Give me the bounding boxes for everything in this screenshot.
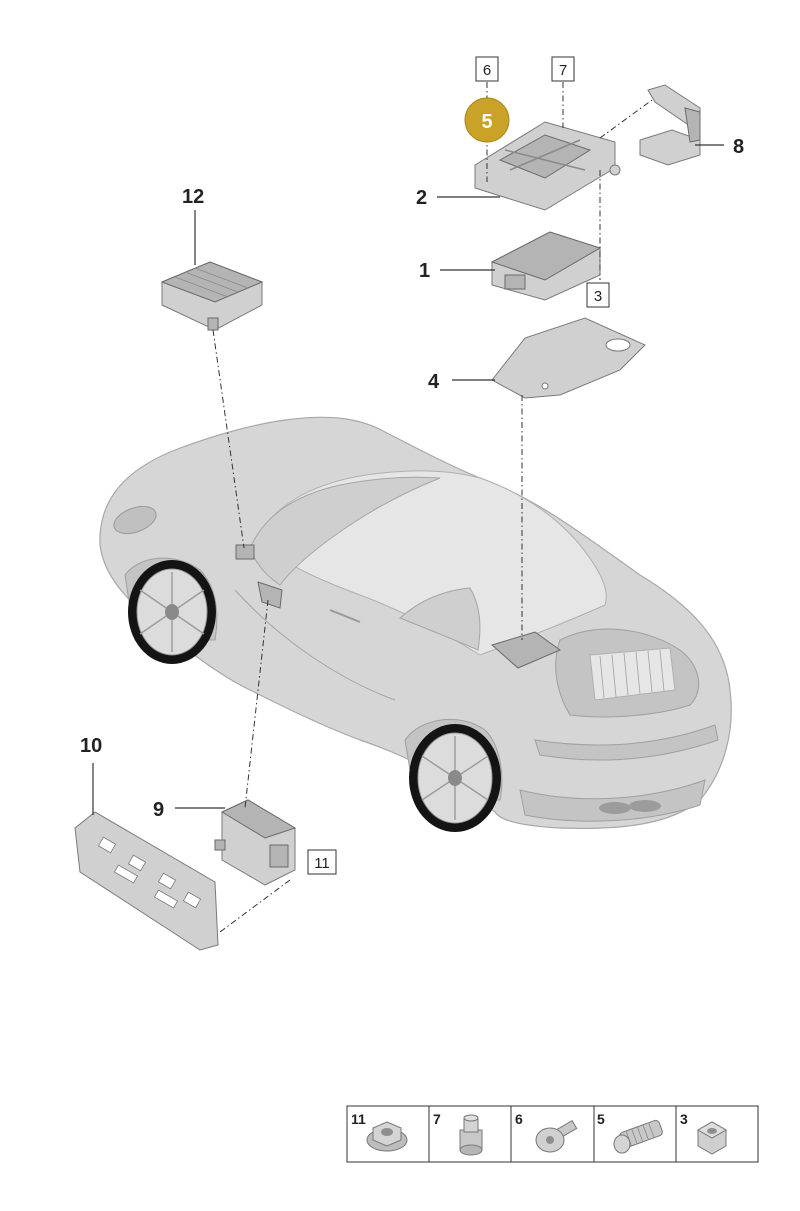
fastener-table: 11 7 6 [346,1105,759,1163]
threaded-stud-icon [613,1119,663,1154]
callout-12: 12 [182,186,204,208]
hex-nut-icon [696,1121,728,1155]
boxed-ref-11: 11 [307,849,337,875]
callouts: 12 2 1 4 8 9 10 [80,136,744,821]
boxed-refs: 6 7 3 11 [307,56,610,875]
svg-text:3: 3 [680,1111,688,1127]
callout-9: 9 [153,799,164,821]
highlight-label: 5 [481,111,492,133]
part-12-control-unit [160,261,264,331]
svg-text:5: 5 [597,1111,605,1127]
svg-text:7: 7 [559,62,567,79]
part-2-bracket [474,121,621,211]
boxed-ref-3: 3 [586,282,610,308]
svg-text:6: 6 [515,1111,523,1127]
part-8-clip [639,84,701,166]
callout-8: 8 [733,136,744,158]
part-10-bracket-frame [74,811,219,951]
fastener-cell: 7 [433,1111,483,1156]
part-9-control-unit [214,799,297,886]
assembly-lines [212,82,653,933]
highlight-callout-5[interactable]: 5 [464,97,510,143]
svg-text:7: 7 [433,1111,441,1127]
part-1-module [490,231,602,301]
callout-4: 4 [428,371,440,393]
callout-10: 10 [80,735,102,757]
svg-text:6: 6 [483,62,491,79]
svg-text:11: 11 [351,1111,366,1127]
fastener-cell: 6 [515,1111,578,1153]
callout-2: 2 [416,187,427,209]
car-illustration [99,416,732,832]
fastener-cell: 5 [597,1111,663,1154]
svg-text:11: 11 [314,855,330,872]
boxed-ref-6: 6 [475,56,499,82]
pan-head-screw-icon [535,1119,578,1153]
fastener-cell: 11 [351,1111,408,1152]
part-4-pad [491,317,646,399]
callout-1: 1 [419,260,430,282]
leader-lines [92,144,724,815]
spacer-sleeve-icon [459,1114,483,1156]
boxed-ref-7: 7 [551,56,575,82]
hex-flange-nut-icon [366,1121,408,1152]
fastener-cell: 3 [680,1111,728,1155]
svg-text:3: 3 [594,288,602,305]
